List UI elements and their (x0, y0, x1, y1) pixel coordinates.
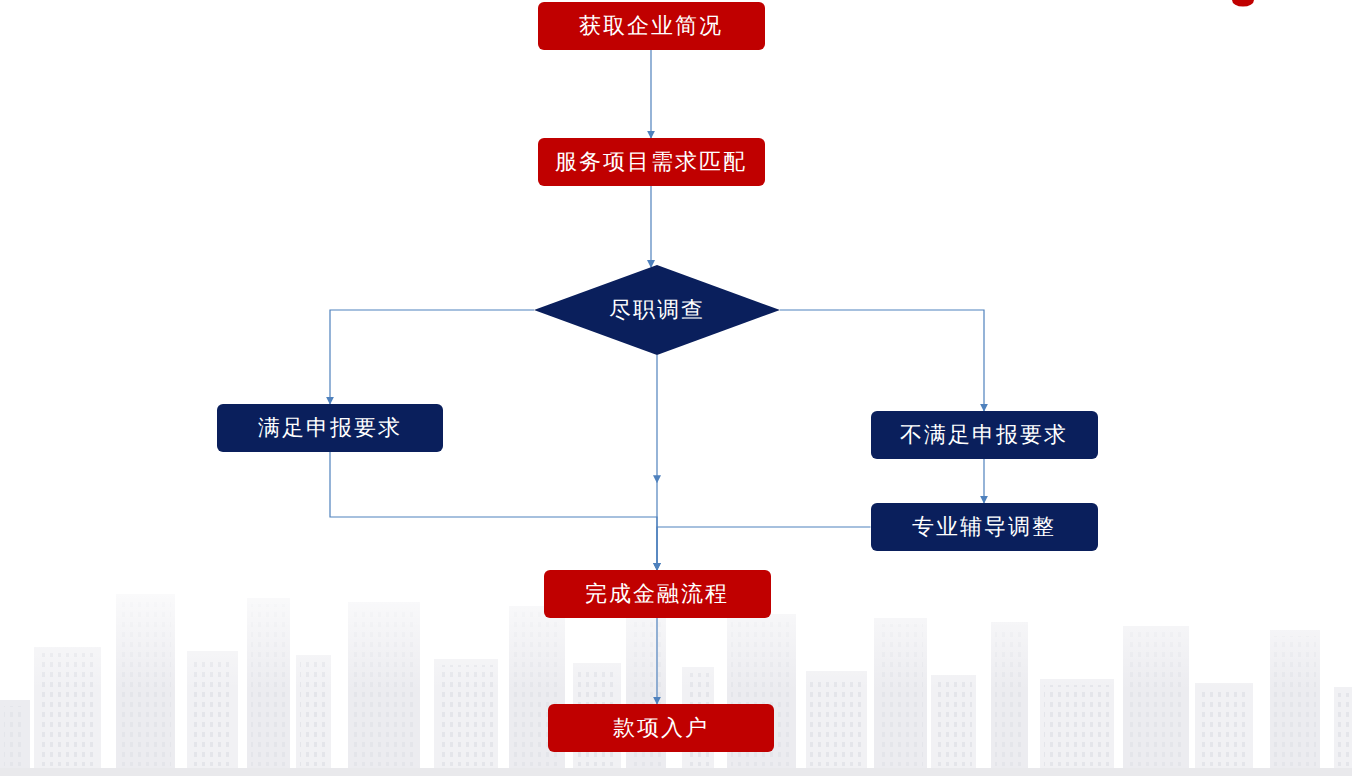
flow-arrow (650, 186, 651, 267)
process-box: 满足申报要求 (217, 404, 443, 452)
node-label: 服务项目需求匹配 (555, 149, 747, 175)
process-box: 完成金融流程 (544, 570, 771, 618)
flow-arrow (983, 459, 984, 503)
node-label: 不满足申报要求 (900, 422, 1068, 448)
flow-arrow (650, 50, 651, 138)
process-box: 服务项目需求匹配 (538, 138, 765, 186)
node-label: 款项入户 (613, 715, 709, 741)
process-box: 获取企业简况 (538, 2, 765, 50)
node-label: 满足申报要求 (258, 415, 402, 441)
process-box: 专业辅导调整 (871, 503, 1098, 551)
node-label: 尽职调查 (609, 297, 705, 323)
node-label: 获取企业简况 (579, 13, 723, 39)
decision-diamond: 尽职调查 (534, 265, 780, 355)
flow-arrow (780, 310, 984, 411)
process-box: 不满足申报要求 (871, 411, 1098, 459)
flow-arrow (656, 618, 657, 704)
node-label: 专业辅导调整 (912, 514, 1056, 540)
node-label: 完成金融流程 (585, 581, 729, 607)
flow-arrow (330, 452, 657, 570)
process-box: 款项入户 (548, 704, 774, 752)
flow-arrow (330, 310, 534, 404)
flow-arrow (657, 527, 871, 570)
